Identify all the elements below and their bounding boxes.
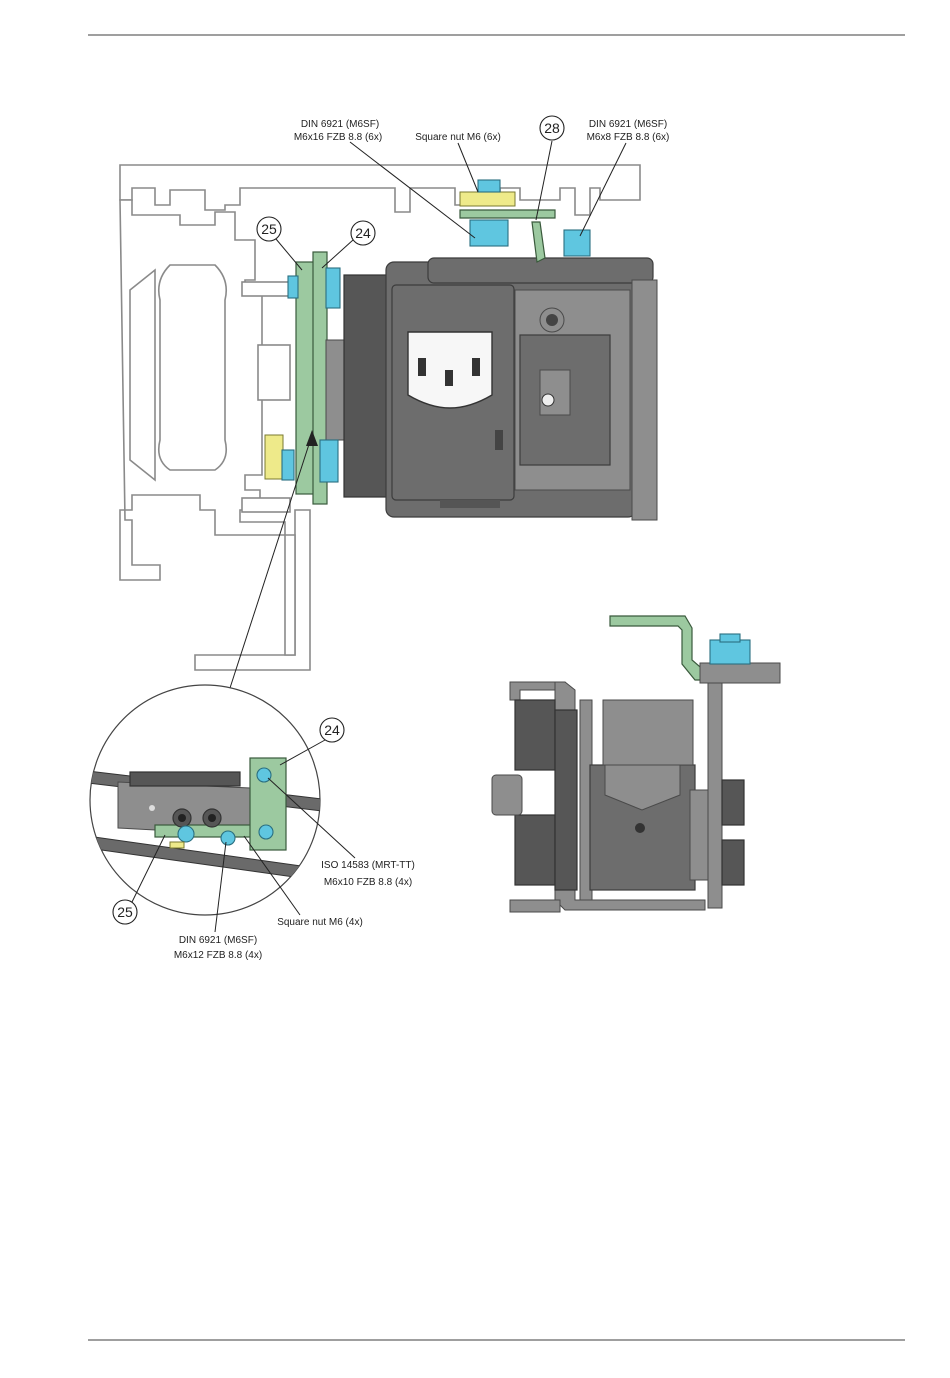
side-view — [492, 616, 780, 912]
screw-upper-left — [288, 276, 298, 298]
label-iso-2: M6x10 FZB 8.8 (4x) — [324, 877, 412, 888]
top-bracket — [460, 210, 555, 218]
label-square-nut-top: Square nut M6 (6x) — [415, 132, 501, 143]
label-square-nut-detail: Square nut M6 (4x) — [277, 917, 363, 928]
screw-head-top — [478, 180, 500, 192]
bracket-28 — [532, 222, 545, 262]
square-nut-lower — [265, 435, 283, 479]
callout-28-text: 28 — [544, 120, 560, 136]
callout-24-detail-text: 24 — [324, 722, 340, 738]
label-din-top-left-1: DIN 6921 (M6SF) — [301, 119, 379, 130]
square-nut-top — [460, 192, 515, 206]
screw-top-left — [470, 220, 508, 246]
screw-top-right — [564, 230, 590, 256]
callout-24-text: 24 — [355, 225, 371, 241]
label-iso-1: ISO 14583 (MRT-TT) — [321, 860, 415, 871]
connector-housing — [344, 258, 657, 520]
screw-upper-right — [326, 268, 340, 308]
spacer-block — [326, 340, 346, 440]
label-din-detail-2: M6x12 FZB 8.8 (4x) — [174, 950, 262, 961]
label-din-top-left-2: M6x16 FZB 8.8 (6x) — [294, 132, 382, 143]
screw-lower-left — [282, 450, 294, 480]
callout-25-detail-text: 25 — [117, 904, 133, 920]
screw-lower-right — [320, 440, 338, 482]
label-din-detail-1: DIN 6921 (M6SF) — [179, 935, 257, 946]
bracket-plate-25 — [296, 262, 314, 494]
label-din-top-right-1: DIN 6921 (M6SF) — [589, 119, 667, 130]
label-din-top-right-2: M6x8 FZB 8.8 (6x) — [587, 132, 670, 143]
callout-25-text: 25 — [261, 221, 277, 237]
